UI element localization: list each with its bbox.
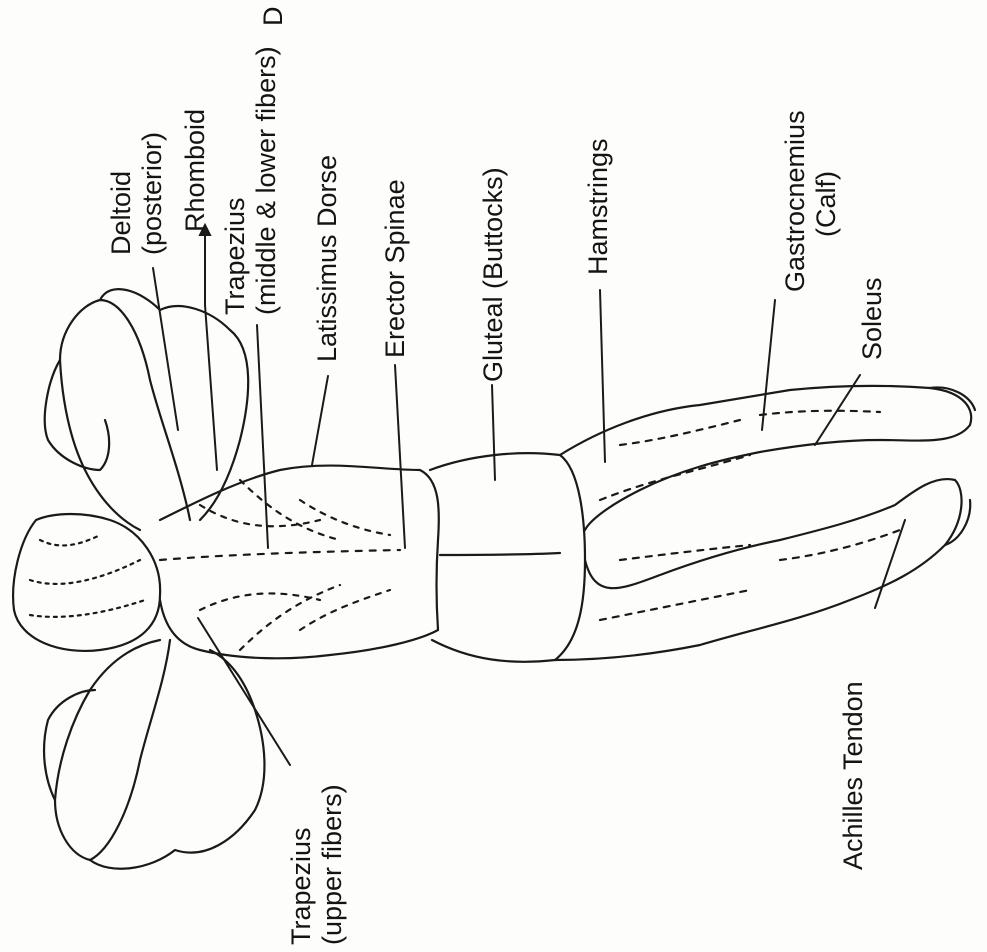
label-rhomboid: Rhomboid [180, 109, 211, 232]
label-deltoid-line2: (posterior) [137, 132, 168, 255]
upper-arm-outline [60, 300, 190, 530]
label-achilles: Achilles Tendon [838, 681, 869, 870]
label-latissimus-line1: Latissimus Dorse [312, 155, 343, 362]
gluteal-divide [440, 553, 560, 555]
label-erector: Erector Spinae [380, 179, 411, 358]
leader-trapezius-upper [198, 618, 290, 765]
label-gastrocnemius: Gastrocnemius (Calf) [780, 110, 842, 292]
lower-fist [44, 690, 95, 800]
upper-leg-outline [560, 386, 971, 530]
label-trapezius-mid: Trapezius (middle & lower fibers) [220, 46, 282, 315]
label-deltoid: Deltoid (posterior) [106, 132, 168, 255]
lower-leg-outline [555, 479, 962, 660]
label-trapezius-mid-line2: (middle & lower fibers) [251, 46, 282, 315]
label-trapezius-mid-line1: Trapezius [220, 46, 251, 315]
leader-gluteal [492, 385, 495, 480]
leader-gastrocnemius [762, 300, 775, 430]
leader-trapezius-mid [257, 325, 268, 548]
label-corner-fragment-line1: D [258, 7, 289, 27]
label-deltoid-line1: Deltoid [106, 132, 137, 255]
leader-rhomboid [205, 305, 217, 470]
label-trapezius-upper: Trapezius (upper fibers) [286, 784, 348, 945]
label-trapezius-upper-line2: (upper fibers) [317, 784, 348, 945]
label-gluteal-line1: Gluteal (Buttocks) [478, 167, 509, 382]
leader-latissimus [312, 376, 328, 465]
label-soleus-line1: Soleus [857, 277, 888, 360]
hip-outline [430, 453, 585, 662]
label-trapezius-upper-line1: Trapezius [286, 784, 317, 945]
head-hair-marks [30, 535, 145, 617]
lower-leg-inner [600, 530, 900, 620]
label-soleus: Soleus [857, 277, 888, 360]
label-hamstrings: Hamstrings [583, 138, 614, 275]
spine-line [160, 550, 400, 560]
leader-hamstrings [600, 290, 605, 462]
label-gluteal: Gluteal (Buttocks) [478, 167, 509, 382]
label-rhomboid-line1: Rhomboid [180, 109, 211, 232]
label-achilles-line1: Achilles Tendon [838, 681, 869, 870]
head-outline [13, 514, 160, 651]
leader-erector [395, 365, 405, 548]
label-gastrocnemius-line2: (Calf) [811, 110, 842, 292]
leader-achilles [875, 520, 905, 608]
label-gastrocnemius-line1: Gastrocnemius [780, 110, 811, 292]
label-latissimus: Latissimus Dorse [312, 155, 343, 362]
label-erector-line1: Erector Spinae [380, 179, 411, 358]
label-corner-fragment: D [258, 7, 289, 27]
lower-arm-outline [55, 640, 170, 860]
label-hamstrings-line1: Hamstrings [583, 138, 614, 275]
back-muscle-lines [200, 480, 390, 650]
